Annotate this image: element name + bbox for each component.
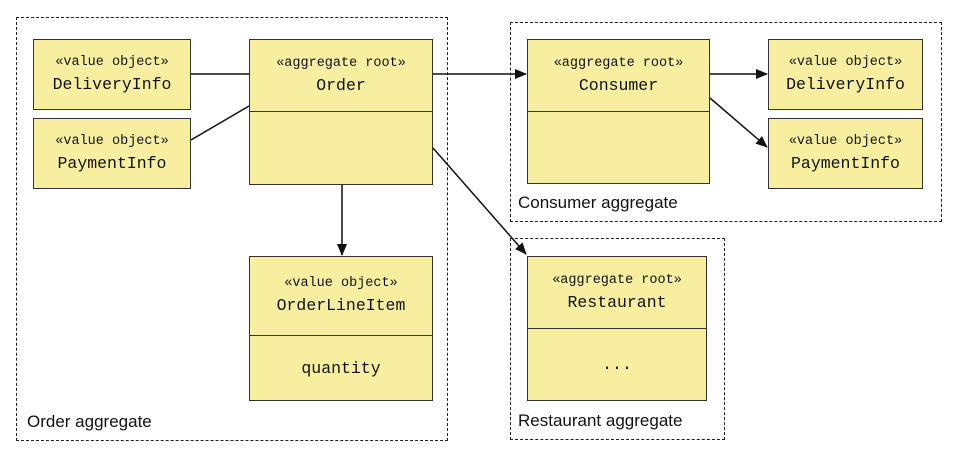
stereotype: «aggregate root»: [553, 55, 684, 71]
stereotype: «aggregate root»: [552, 272, 682, 288]
restaurant-aggregate-label: Restaurant aggregate: [518, 411, 683, 430]
order-aggregate-label: Order aggregate: [27, 412, 152, 431]
class-name: DeliveryInfo: [786, 74, 905, 94]
stereotype: «value object»: [55, 54, 169, 70]
stereotype: «aggregate root»: [276, 55, 406, 71]
consumer-aggregate-boundary: Consumer aggregate: [510, 22, 942, 222]
order-box: «aggregate root» Order: [249, 39, 433, 185]
consumer-payment-info-box: «value object» PaymentInfo: [768, 118, 923, 189]
consumer-box: «aggregate root» Consumer: [527, 39, 710, 184]
restaurant-box: «aggregate root» Restaurant ...: [527, 256, 707, 401]
consumer-delivery-info-box: «value object» DeliveryInfo: [768, 39, 923, 110]
class-name: Order: [316, 75, 366, 95]
class-attributes: quantity: [301, 358, 381, 378]
class-name: OrderLineItem: [276, 296, 406, 315]
class-attributes: ...: [602, 355, 632, 374]
consumer-to-payment-info-arrow: [709, 97, 768, 148]
class-name: DeliveryInfo: [52, 74, 172, 94]
order-payment-info-box: «value object» PaymentInfo: [33, 118, 191, 189]
restaurant-aggregate-boundary: Restaurant aggregate: [510, 238, 725, 440]
stereotype: «value object»: [284, 276, 398, 291]
order-to-payment-info-link: [190, 105, 250, 141]
stereotype: «value object»: [788, 133, 903, 149]
order-delivery-info-box: «value object» DeliveryInfo: [33, 39, 191, 110]
order-to-restaurant-arrow: [432, 147, 527, 255]
class-name: Consumer: [578, 75, 659, 95]
consumer-aggregate-label: Consumer aggregate: [518, 193, 678, 212]
order-line-item-box: «value object» OrderLineItem quantity: [249, 256, 433, 401]
class-name: PaymentInfo: [57, 153, 167, 173]
stereotype: «value object»: [55, 133, 169, 149]
class-name: PaymentInfo: [791, 153, 900, 173]
class-name: Restaurant: [567, 292, 667, 312]
order-aggregate-boundary: Order aggregate: [16, 17, 448, 441]
stereotype: «value object»: [788, 54, 903, 70]
